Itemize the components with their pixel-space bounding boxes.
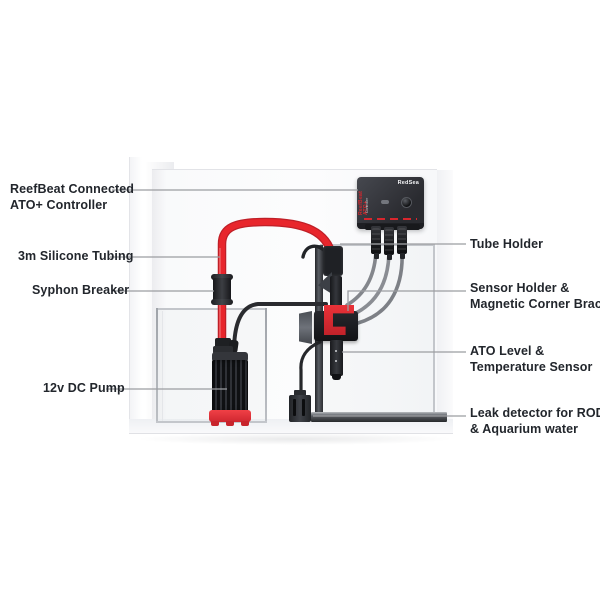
magnetic-bracket-outer (299, 311, 312, 344)
sensor-cable-3 (356, 248, 404, 325)
cabinet-left-wall (129, 157, 147, 433)
label-tube-holder: Tube Holder (470, 237, 544, 251)
leak-detector-cable (299, 340, 322, 394)
sensor-dot (335, 360, 337, 362)
leak-detector (289, 395, 311, 422)
dc-pump (209, 336, 251, 428)
sensor-upper-stem (330, 276, 342, 312)
connector-plug-1 (371, 226, 381, 259)
sensor-dot (335, 350, 337, 352)
level-temperature-sensor-probe (330, 340, 343, 376)
pump-inlet-nut (213, 346, 233, 354)
silicone-tube (219, 218, 336, 351)
sensor-cable-2 (350, 248, 391, 317)
label-leak-detector: Leak detector for RODI& Aquarium water (470, 406, 600, 436)
leader-sensor-holder (347, 290, 466, 311)
pump-top-cap (212, 352, 248, 362)
label-tubing: 3m Silicone Tubing (18, 249, 134, 263)
sensor-probe-tip (332, 374, 341, 380)
pump-foot (241, 421, 249, 426)
leak-detector-tab (294, 390, 306, 397)
connector-plug-3 (397, 226, 407, 259)
controller-button (381, 200, 389, 204)
cabinet-right-wall (437, 170, 453, 428)
label-syphon-breaker: Syphon Breaker (32, 283, 130, 297)
aquarium-glass-right-edge (433, 246, 435, 414)
syphon-breaker (211, 274, 233, 305)
reservoir-top-rim (157, 308, 267, 310)
reservoir-right-edge (265, 308, 267, 423)
connector-plug-2 (384, 227, 394, 260)
pump-foot (226, 421, 234, 426)
pump-foot (211, 421, 219, 426)
controller-led-strip (364, 217, 417, 220)
pump-body (212, 360, 248, 412)
controller-knob (401, 197, 412, 208)
sensor-holder-block (314, 311, 358, 341)
label-dc-pump: 12v DC Pump (43, 381, 125, 395)
aquarium-bottom-profile (311, 412, 447, 422)
label-ato-sensor: ATO Level &Temperature Sensor (470, 344, 593, 374)
label-sensor-holder: Sensor Holder &Magnetic Corner Bracket (470, 281, 600, 311)
pump-base (209, 410, 251, 422)
reservoir-left-edge (156, 308, 158, 423)
brand-logo: RedSea (397, 180, 419, 186)
tube-holder-clip (323, 246, 343, 276)
cabinet-shadow (135, 433, 455, 445)
reservoir-glass-reflection (162, 311, 163, 421)
